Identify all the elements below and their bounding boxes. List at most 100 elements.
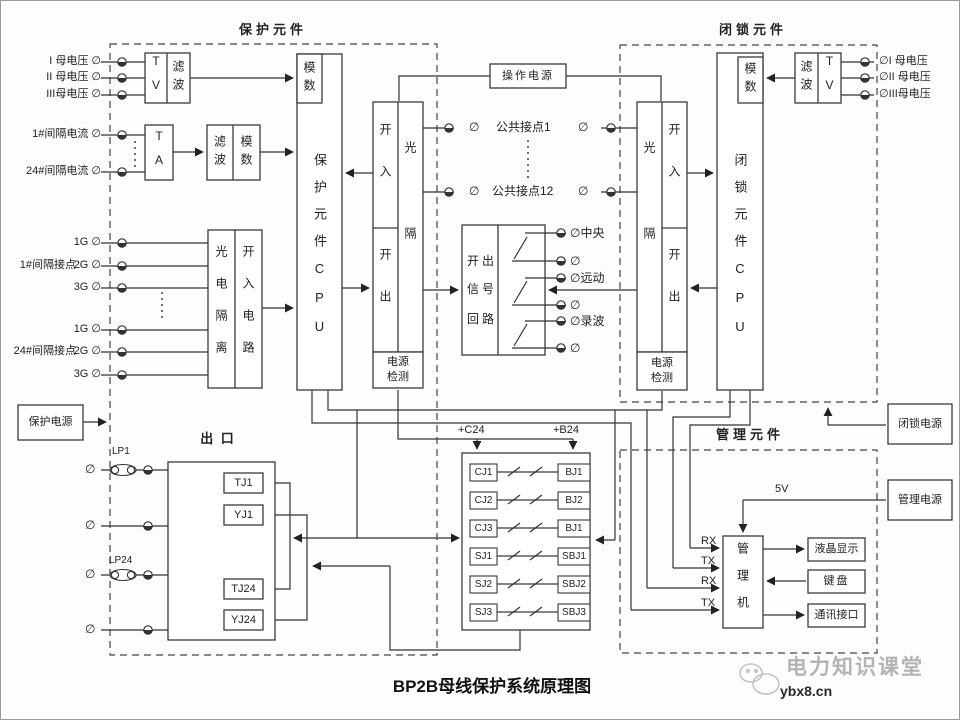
comm-label: 通讯接口: [814, 609, 859, 621]
bay1-contact-group-label: 1#间隔接点: [19, 259, 76, 271]
opto-left-label: 光隔: [403, 141, 417, 313]
terminal-icon: [556, 273, 566, 283]
terminal-icon: [117, 238, 127, 248]
diagram-title: BP2B母线保护系统原理图: [392, 677, 592, 696]
bus3-voltage-right-label: ∅III母电压: [879, 88, 931, 100]
output-right-label: 开出: [667, 248, 681, 332]
mgmt-power-box: [887, 479, 953, 521]
outlet-section-title: 出 口: [200, 431, 236, 446]
terminal-icon: [117, 370, 127, 380]
terminal-icon: [556, 256, 566, 266]
phi-outlet-4: ∅: [85, 622, 96, 636]
phi-common12-left: ∅: [469, 184, 480, 198]
common-contact12-label: 公共接点12: [492, 184, 554, 198]
protection-power-box: [17, 404, 84, 441]
terminal-icon: [143, 465, 153, 475]
relay-bj3-label: BJ1: [565, 522, 583, 534]
comm-box: [807, 603, 866, 628]
output-signal-label-2: 信号: [467, 282, 498, 296]
relay-tj1-label: TJ1: [234, 476, 253, 489]
contact-2g2-label: 2G ∅: [73, 345, 101, 357]
bus1-voltage-label: I 母电压 ∅: [49, 55, 101, 67]
output-signal-label-3: 回路: [467, 312, 498, 326]
input-left-label: 开入: [378, 123, 392, 207]
opto-isolation-label: 光电隔离: [214, 245, 228, 373]
phi-outlet-2: ∅: [85, 518, 96, 532]
routing-buses: [293, 390, 751, 615]
contact-3g2-label: 3G ∅: [73, 368, 101, 380]
block-power-box: [887, 403, 953, 445]
filter-right-box-label: 滤波: [799, 60, 813, 96]
terminal-icon: [556, 316, 566, 326]
common-contact1-label: 公共接点1: [496, 120, 551, 134]
output-signal-box: [461, 224, 546, 356]
terminal-icon: [860, 73, 870, 83]
relay-yj24-label: YJ24: [230, 613, 257, 626]
terminal-icon: [143, 521, 153, 531]
terminal-icon: [860, 57, 870, 67]
lcd-label: 液晶显示: [814, 543, 859, 555]
protection-cpu-links: [342, 75, 662, 293]
blocking-cpu-box: [716, 52, 764, 391]
management-section-title: 管理元件: [715, 427, 784, 442]
tv-right-box-label: TV: [822, 54, 837, 102]
contact-2g-label: 2G ∅: [73, 259, 101, 271]
adc-right-box-label: 模数: [743, 62, 757, 98]
terminal-icon: [117, 57, 127, 67]
phi-outlet-1: ∅: [85, 462, 96, 476]
record-signal-label: ∅录波: [570, 314, 605, 328]
relay-sbj2-label: SBJ2: [562, 578, 586, 590]
phi-common1-right: ∅: [578, 120, 589, 134]
v5-label: 5V: [775, 483, 789, 495]
terminal-icon: [117, 90, 127, 100]
relay-sbj1-label: SBJ1: [562, 550, 586, 562]
rx2-label: RX: [701, 575, 717, 587]
bus3-voltage-label: III母电压 ∅: [46, 88, 101, 100]
terminal-icon: [556, 300, 566, 310]
terminal-icon: [117, 73, 127, 83]
keyboard-label: 键盘: [823, 575, 850, 587]
bus1-voltage-right-label: ∅I 母电压: [879, 55, 928, 67]
phi-outlet-3: ∅: [85, 567, 96, 581]
power-detect-left-label: 电源检测: [387, 356, 409, 383]
relay-sj2-label: SJ2: [474, 578, 493, 590]
terminal-icon: [860, 90, 870, 100]
relay-cj2-label: CJ2: [474, 494, 493, 506]
op-power-label: 操作电源: [502, 69, 554, 82]
common-contact-wires: [423, 127, 637, 193]
terminal-icon: [444, 187, 454, 197]
power-detect-right-label: 电源检测: [651, 357, 673, 384]
relay-yj1-label: YJ1: [234, 508, 253, 521]
contact-1g-label: 1G ∅: [73, 236, 101, 248]
power-detect-right-box: [636, 351, 688, 391]
relay-sj3-label: SJ3: [474, 606, 493, 618]
protection-power-label: 保护电源: [28, 416, 73, 428]
adc-left-box: [296, 53, 323, 104]
terminal-icon: [556, 228, 566, 238]
tx2-label: TX: [701, 597, 716, 609]
relay-bj2-label: BJ2: [565, 494, 583, 506]
adc-ta-box-label: 模数: [239, 134, 253, 171]
terminal-icon: [606, 123, 616, 133]
fuse-lp24-icon: [109, 568, 137, 582]
op-power-box: [489, 63, 567, 89]
relay-cj1-label: CJ1: [474, 466, 493, 478]
bus2-voltage-label: II 母电压 ∅: [46, 71, 101, 83]
tv-left-box-label: TV: [149, 54, 163, 102]
blocking-cpu-label: 闭锁元件CPU: [732, 152, 748, 348]
bay24-contact-group-label: 24#间隔接点: [13, 345, 76, 357]
lp1-label: LP1: [112, 446, 130, 457]
filter-left-box-label: 滤波: [171, 60, 185, 96]
watermark-url: ybx8.cn: [780, 683, 833, 699]
relay-matrix-switch-blades: [507, 466, 543, 617]
terminal-icon: [143, 570, 153, 580]
protection-cpu-box: [296, 53, 343, 391]
terminal-icon: [117, 347, 127, 357]
relay-bj1-label: BJ1: [565, 466, 583, 478]
bay24-current-label: 24#间隔电流 ∅: [26, 165, 101, 177]
protection-cpu-label: 保护元件CPU: [312, 152, 327, 348]
terminal-icon: [143, 625, 153, 635]
terminal-icon: [606, 187, 616, 197]
output-left-label: 开出: [378, 248, 392, 332]
